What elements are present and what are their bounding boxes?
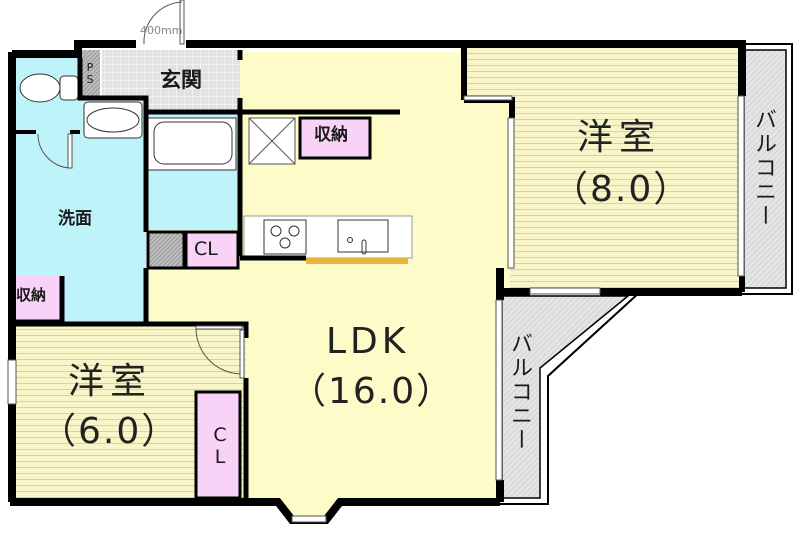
balcony-east [737,43,793,295]
ldk-area: （16.0） [290,371,455,412]
closet-bedroom [194,390,242,500]
storage-wash-label: 収納 [16,286,47,304]
toilet-icon [19,73,79,103]
balcony-east-label: バルコニー [751,108,776,228]
windows [7,95,745,523]
entrance-label: 玄関 [160,68,202,92]
bedroom-small-name: 洋室 [68,361,153,402]
washbasin-icon [83,101,143,139]
refrigerator-space [248,117,296,165]
sink-icon [337,219,389,255]
washroom-label: 洗面 [58,209,92,229]
storage-kitchen [298,116,372,160]
balcony-south-label: バルコニー [507,332,532,452]
storage-kitchen-label: 収納 [314,125,348,145]
entry-door [143,0,185,45]
pipe-space-label: PS [86,61,94,86]
bathtub-icon [147,117,237,171]
storage-wash [14,276,62,320]
closet-bath-hatch [146,230,186,270]
stove-icon [263,219,307,255]
closet-bath-label: CL [194,238,218,260]
bedroom-large-name: 洋室 [577,117,662,158]
closet-bedroom-label: CL [213,424,227,468]
pipe-space [82,50,100,96]
bedroom-door [195,325,245,379]
ldk-name: LDK [326,321,410,362]
closet-bath [184,230,240,270]
toilet-door [37,133,73,169]
bedroom-small-area: （6.0） [40,411,180,452]
kitchen-counter [243,215,413,264]
bedroom-large-area: （8.0） [552,169,692,210]
dimension-note: 400mm [140,24,183,37]
